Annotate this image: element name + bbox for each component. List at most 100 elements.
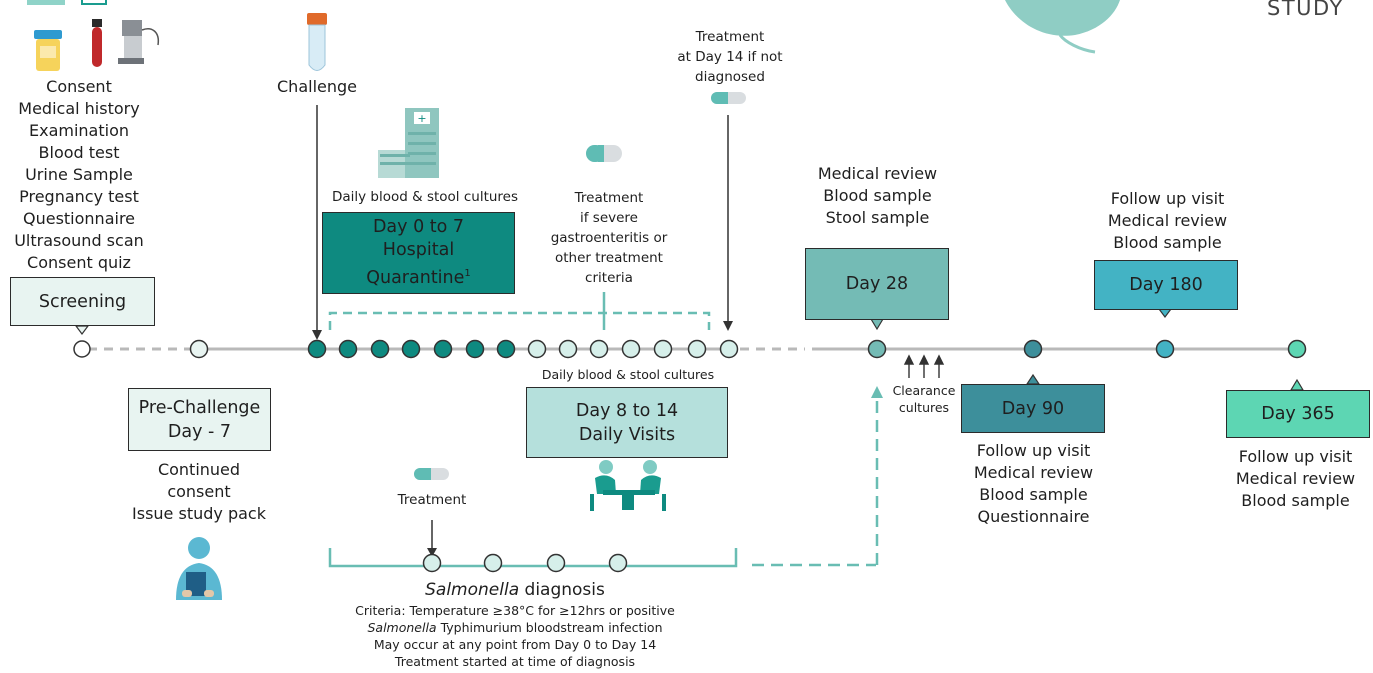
timeline-node-day180 — [1155, 339, 1175, 359]
daily-visits-line2: Daily Visits — [578, 424, 676, 445]
pill-icon — [711, 92, 746, 104]
day28-details: Medical review Blood sample Stool sample — [800, 163, 955, 229]
diagnosis-criteria-line: Criteria: Temperature ≥38°C for ≥12hrs o… — [355, 603, 675, 618]
diagnosis-treatment-label: Treatment — [397, 492, 467, 508]
daily-visits-line1: Day 8 to 14 — [575, 400, 679, 421]
severe-treatment-line: gastroenteritis or — [550, 230, 668, 246]
day14-treatment-line: Treatment — [695, 29, 765, 45]
screening-list: Consent Medical history Examination Bloo… — [0, 76, 158, 274]
day28-box: Day 28 — [805, 248, 949, 320]
diagnosis-criteria: Criteria: Temperature ≥38°C for ≥12hrs o… — [330, 602, 700, 670]
pre-challenge-details: Continued consent Issue study pack — [118, 459, 280, 525]
study-corner-label: STUDY — [1267, 0, 1344, 20]
hospital-box-line2: Hospital — [382, 240, 455, 261]
screening-item: Consent quiz — [27, 253, 131, 272]
screening-item: Ultrasound scan — [14, 231, 144, 250]
screening-item: Urine Sample — [25, 165, 133, 184]
study-pack-person-icon — [176, 537, 222, 600]
consultation-icon — [590, 460, 666, 511]
screen-icon — [81, 0, 107, 5]
severe-treatment-line: if severe — [580, 210, 638, 226]
diagnosis-criteria-line: Salmonella Typhimurium bloodstream infec… — [330, 619, 700, 636]
timeline-node-screening — [73, 340, 91, 358]
pre-challenge-detail-line: Continued — [157, 460, 241, 479]
day365-box-label: Day 365 — [1261, 404, 1335, 424]
hospital-cultures-label: Daily blood & stool cultures — [331, 189, 519, 205]
day365-box: Day 365 — [1226, 390, 1370, 438]
diagnosis-title: Salmonella diagnosis — [360, 579, 670, 601]
timeline-nodes-hospital — [307, 339, 516, 359]
pill-icon — [586, 145, 622, 162]
day90-detail-line: Follow up visit — [976, 441, 1091, 460]
day28-pointer — [869, 318, 885, 331]
timeline-node-day365 — [1287, 339, 1307, 359]
hospital-footnote: 1 — [464, 268, 471, 280]
day180-box-label: Day 180 — [1129, 275, 1203, 295]
clearance-line: cultures — [898, 400, 950, 415]
day28-box-label: Day 28 — [845, 274, 909, 294]
day90-details: Follow up visit Medical review Blood sam… — [955, 440, 1112, 528]
clearance-arrows — [903, 354, 945, 378]
challenge-tube-icon — [307, 13, 327, 71]
hospital-box-line3-text: Quarantine — [366, 267, 465, 288]
hospital-phase-bracket — [328, 311, 711, 330]
screening-item: Medical history — [18, 99, 140, 118]
day90-box-label: Day 90 — [1001, 398, 1065, 419]
screening-box-label: Screening — [38, 291, 127, 312]
clearance-line: Clearance — [892, 383, 956, 398]
pre-challenge-line2: Day - 7 — [167, 421, 232, 442]
day90-box: Day 90 — [961, 384, 1105, 433]
screening-box: Screening — [10, 277, 155, 326]
day180-detail-line: Medical review — [1107, 211, 1228, 230]
timeline-node-pre-challenge — [189, 339, 209, 359]
diagnosis-criteria-line: Treatment started at time of diagnosis — [394, 654, 636, 669]
diagnosis-nodes — [422, 553, 628, 573]
diagnosis-criteria-rest: Typhimurium bloodstream infection — [436, 620, 663, 635]
pre-challenge-detail-line: consent — [167, 482, 231, 501]
diagnosis-bracket — [328, 548, 738, 568]
screening-item: Questionnaire — [22, 209, 136, 228]
screening-item: Consent — [46, 77, 112, 96]
hospital-quarantine-box: Day 0 to 7 Hospital Quarantine1 — [322, 212, 515, 294]
screening-item: Pregnancy test — [19, 187, 139, 206]
day365-detail-line: Blood sample — [1241, 491, 1350, 510]
diagnosis-criteria-line: May occur at any point from Day 0 to Day… — [373, 637, 657, 652]
pre-challenge-box: Pre-Challenge Day - 7 — [128, 388, 271, 451]
clearance-text: Clearance cultures — [884, 382, 964, 416]
day90-detail-line: Medical review — [973, 463, 1094, 482]
hospital-box-line3: Quarantine1 — [366, 262, 471, 290]
timeline-nodes-daily-visits — [527, 339, 739, 359]
severe-treatment-line: other treatment — [555, 250, 663, 266]
pill-icon — [414, 468, 449, 480]
hospital-icon: + — [378, 108, 439, 178]
diagnosis-title-italic: Salmonella — [425, 580, 520, 600]
bacterium-icon — [1005, 0, 1120, 54]
day28-detail-line: Stool sample — [825, 208, 930, 227]
day90-detail-line: Questionnaire — [977, 507, 1090, 526]
day365-detail-line: Follow up visit — [1238, 447, 1353, 466]
day365-pointer — [1289, 378, 1305, 391]
day365-detail-line: Medical review — [1235, 469, 1356, 488]
screening-pointer — [74, 325, 90, 335]
day14-treatment-line: diagnosed — [695, 69, 765, 85]
day90-pointer — [1025, 373, 1041, 385]
hospital-box-line1: Day 0 to 7 — [372, 217, 465, 238]
challenge-label: Challenge — [277, 77, 357, 96]
day28-detail-line: Medical review — [817, 164, 938, 183]
day180-pointer — [1157, 308, 1173, 318]
blood-tube-icon — [92, 19, 102, 67]
day90-detail-line: Blood sample — [979, 485, 1088, 504]
day180-detail-line: Follow up visit — [1110, 189, 1225, 208]
daily-visits-cultures-label: Daily blood & stool cultures — [541, 367, 715, 382]
screening-item: Blood test — [38, 143, 120, 162]
urine-sample-icon — [34, 30, 62, 71]
day180-details: Follow up visit Medical review Blood sam… — [1085, 188, 1250, 254]
day28-detail-line: Blood sample — [823, 186, 932, 205]
severe-treatment-line: Treatment — [574, 190, 644, 206]
pre-challenge-detail-line: Issue study pack — [132, 504, 266, 523]
diagnosis-title-rest: diagnosis — [519, 580, 605, 600]
clipboard-icon — [27, 0, 65, 5]
day180-box: Day 180 — [1094, 260, 1238, 310]
pre-challenge-line1: Pre-Challenge — [138, 397, 261, 418]
